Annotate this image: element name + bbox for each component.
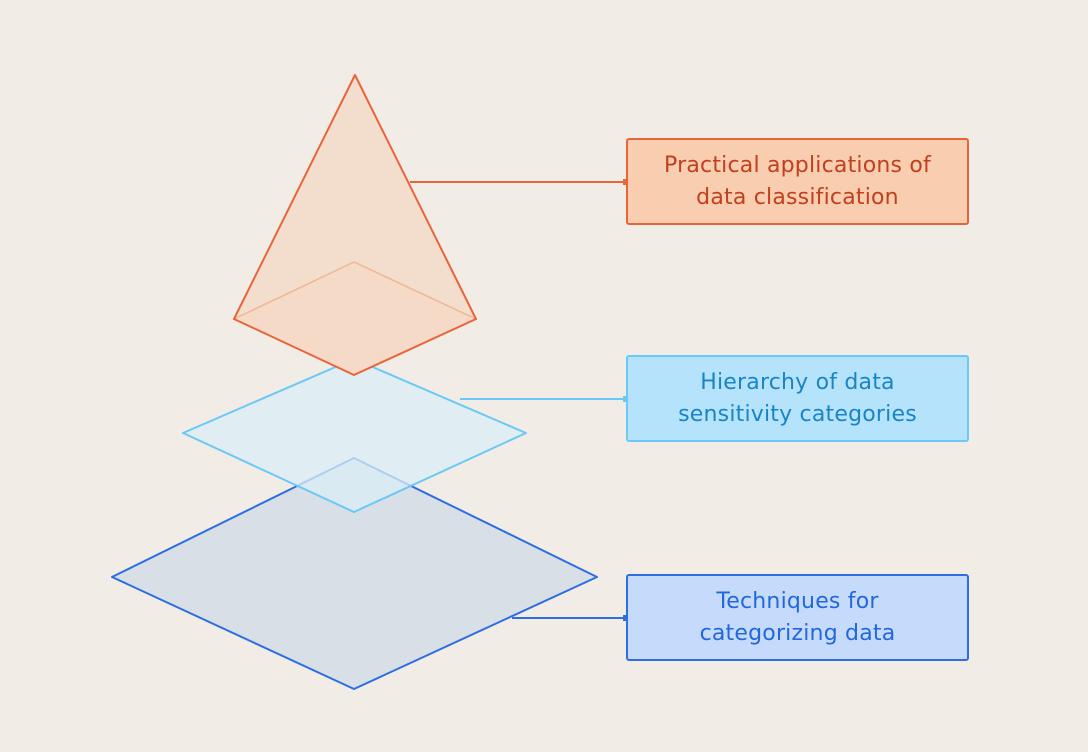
label-box-practical-applications: Practical applications of data classific… [626, 138, 969, 225]
pyramid-outline [233, 74, 477, 376]
label-top-line2: data classification [696, 184, 899, 210]
label-bottom-line1: Techniques for [716, 588, 879, 614]
pyramid-face-left [234, 75, 355, 375]
label-middle-line1: Hierarchy of data [700, 369, 895, 395]
bottom-layer-diamond [111, 457, 598, 690]
pyramid-inner-edge-left [233, 261, 355, 320]
label-bottom-line2: categorizing data [699, 620, 896, 646]
label-box-techniques: Techniques for categorizing data [626, 574, 969, 661]
pyramid-face-right [354, 75, 476, 375]
label-top-line1: Practical applications of [664, 152, 931, 178]
middle-layer-diamond [182, 358, 527, 513]
label-box-hierarchy: Hierarchy of data sensitivity categories [626, 355, 969, 442]
label-middle-line2: sensitivity categories [678, 401, 917, 427]
pyramid-inner-edge-right [353, 261, 477, 320]
